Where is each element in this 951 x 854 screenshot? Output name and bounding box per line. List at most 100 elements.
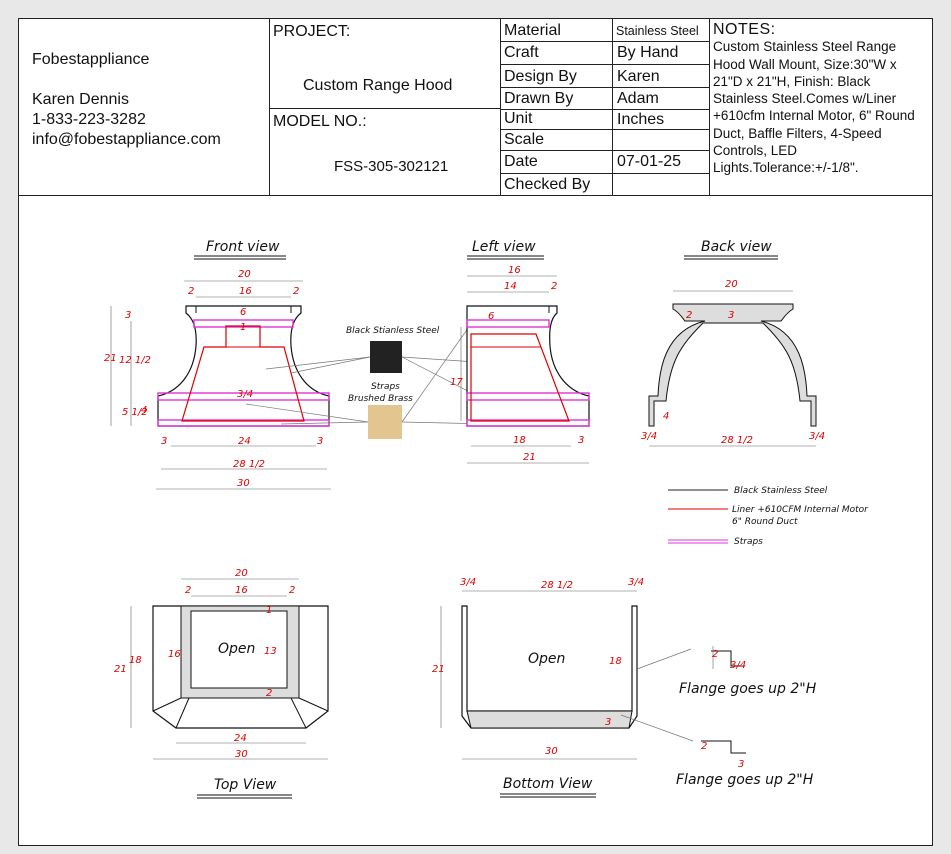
flange-details: 2 3/4 Flange goes up 2"H 2 3 Flange goes… (676, 646, 817, 788)
dim-label: 2 (701, 741, 707, 752)
dim-label: 30 (545, 746, 558, 757)
dim-label: 6 (240, 307, 246, 318)
spec-value: Karen (617, 68, 660, 85)
notes-line: Custom Stainless Steel Range (713, 39, 897, 55)
black-steel-swatch (370, 341, 402, 373)
dim-label: 2 (712, 649, 718, 660)
notes-line: Hood Wall Mount, Size:30"W x (713, 56, 897, 72)
company-name: Fobestappliance (32, 51, 150, 68)
dim-label: 18 (609, 656, 622, 667)
drawing-sheet: Fobestappliance Karen Dennis 1-833-223-3… (18, 18, 933, 846)
dim-label: 3 (578, 435, 584, 446)
dim-label: 21 (104, 353, 117, 364)
divider (500, 109, 709, 110)
notes-line: Duct, Baffle Filters, 4-Speed (713, 125, 882, 141)
spec-key: Date (504, 153, 538, 170)
dim-label: 28 1/2 (541, 580, 573, 591)
dim-label: 20 (725, 279, 738, 290)
bottom-view: Open 3/4 3/4 28 1/2 21 18 3 30 Bottom Vi… (432, 577, 694, 798)
notes-line: Stainless Steel.Comes w/Liner (713, 91, 897, 107)
bottom-view-title: Bottom View (503, 776, 593, 792)
legend-label: Straps (734, 537, 763, 547)
open-label: Open (528, 651, 565, 667)
notes-line: +610cfm Internal Motor, 6" Round (713, 108, 915, 124)
dim-label: 3/4 (809, 431, 825, 442)
contact-name: Karen Dennis (32, 91, 129, 108)
dim-label: 3 (605, 717, 611, 728)
dim-label: 30 (237, 478, 250, 489)
dim-label: 24 (234, 733, 247, 744)
flange-label: Flange goes up 2"H (679, 681, 817, 697)
contact-phone: 1-833-223-3282 (32, 111, 146, 128)
dim-label: 3/4 (641, 431, 657, 442)
divider (500, 64, 709, 65)
divider (709, 19, 710, 195)
divider (500, 87, 709, 88)
open-label: Open (218, 641, 255, 657)
dim-label: 1 (240, 322, 246, 333)
dim-label: 18 (129, 655, 142, 666)
back-view-title: Back view (701, 239, 772, 255)
dim-label: 6 (488, 311, 494, 322)
project-label: PROJECT: (273, 23, 351, 40)
swatch-label: Straps (371, 382, 400, 392)
dim-label: 3/4 (460, 577, 476, 588)
dim-label: 12 1/2 (119, 355, 151, 366)
notes-line: Lights.Tolerance:+/-1/8". (713, 160, 859, 176)
dim-label: 17 (450, 377, 463, 388)
dim-label: 24 (238, 436, 251, 447)
model-label: MODEL NO.: (273, 113, 367, 130)
dim-label: 3/4 (628, 577, 644, 588)
dim-label: 2 (266, 688, 272, 699)
dim-label: 4 (141, 405, 147, 416)
spec-key: Unit (504, 110, 533, 127)
legend-label: Liner +610CFM Internal Motor (732, 505, 869, 515)
dim-label: 2 (293, 286, 299, 297)
spec-key: Checked By (504, 176, 591, 193)
dim-label: 3 (317, 436, 323, 447)
dim-label: 3/4 (237, 389, 253, 400)
left-view: Left view 16 14 2 6 17 18 3 21 (450, 239, 590, 464)
dim-label: 2 (551, 281, 557, 292)
divider (612, 19, 613, 195)
spec-key: Drawn By (504, 90, 574, 107)
dim-label: 16 (508, 265, 521, 276)
dim-label: 3 (738, 759, 744, 770)
technical-drawing: Front view 20 16 2 2 6 1 3 21 (104, 239, 869, 799)
divider (500, 19, 501, 195)
dim-label: 16 (239, 286, 252, 297)
notes-block: NOTES: Custom Stainless Steel Range Hood… (713, 21, 931, 177)
divider (500, 150, 709, 151)
divider (269, 19, 270, 195)
material-swatches: Black Stianless Steel Straps Brushed Bra… (245, 323, 492, 439)
divider (500, 41, 709, 42)
dim-label: 1 (266, 605, 272, 616)
notes-line: Controls, LED (713, 143, 798, 159)
swatch-label: Black Stianless Steel (346, 326, 440, 336)
dim-label: 16 (235, 585, 248, 596)
dim-label: 30 (235, 749, 248, 760)
dim-label: 21 (523, 452, 536, 463)
front-view: Front view 20 16 2 2 6 1 3 21 (104, 239, 331, 490)
top-view: Open 20 16 2 2 21 18 16 13 1 2 24 30 Top… (114, 568, 329, 799)
left-view-title: Left view (472, 239, 536, 255)
dim-label: 28 1/2 (233, 459, 265, 470)
dim-label: 3/4 (730, 660, 746, 671)
dim-label: 21 (432, 664, 445, 675)
model-value: FSS-305-302121 (334, 158, 449, 175)
contact-email: info@fobestappliance.com (32, 131, 221, 148)
dim-label: 2 (188, 286, 194, 297)
dim-label: 13 (264, 646, 277, 657)
dim-label: 14 (504, 281, 517, 292)
spec-value: By Hand (617, 44, 679, 61)
back-view: Back view 20 2 3 4 3/4 3/4 28 1/2 (641, 239, 825, 447)
notes-line: 21"D x 21"H, Finish: Black (713, 73, 871, 89)
dim-label: 18 (513, 435, 526, 446)
spec-value: Inches (617, 111, 665, 128)
top-view-title: Top View (214, 777, 277, 793)
spec-value: Adam (617, 90, 659, 107)
dim-label: 3 (728, 310, 734, 321)
swatch-label: Brushed Brass (348, 394, 413, 404)
spec-key: Scale (504, 131, 545, 148)
divider (500, 173, 709, 174)
